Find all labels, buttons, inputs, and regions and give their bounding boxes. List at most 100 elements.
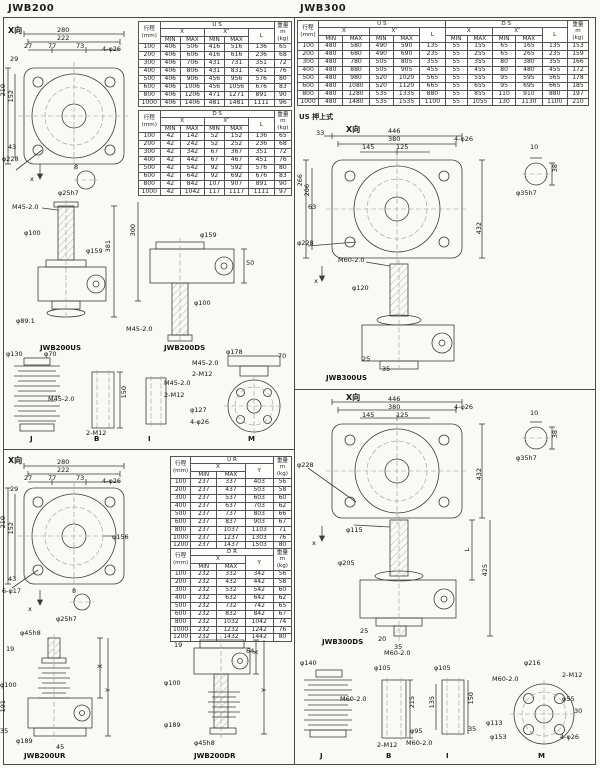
- table-cell: 71: [272, 525, 293, 535]
- table-cell: 535: [368, 97, 394, 107]
- axis-label-x: x: [28, 605, 32, 613]
- table-cell: 1032: [216, 617, 246, 627]
- dim-label: 125: [396, 411, 409, 419]
- table-cell: 416: [203, 51, 226, 61]
- dim-label: φ95: [410, 727, 423, 735]
- dim-label: 300: [129, 224, 137, 237]
- dim-label: φ189: [16, 737, 33, 745]
- table-cell: 905: [392, 65, 421, 75]
- dim-label: φ153: [490, 733, 507, 741]
- dim-label: 45: [56, 743, 65, 751]
- table-cell: 737: [216, 509, 246, 519]
- table-cell: 67: [203, 155, 226, 165]
- table-cell: 1120: [392, 81, 421, 91]
- table-cell: 76: [272, 533, 293, 543]
- col-max: MAX: [224, 124, 249, 134]
- dim-label: φ35h7: [516, 454, 537, 462]
- table-cell: 1000: [138, 98, 161, 108]
- table-cell: 451: [247, 155, 275, 165]
- caption-jwb200ds: JWB200DS: [164, 344, 206, 352]
- table-cell: 337: [216, 478, 246, 488]
- table-cell: 237: [190, 525, 218, 535]
- table-cell: 800: [138, 90, 161, 100]
- table-cell: 480: [318, 42, 344, 52]
- table-cell: 500: [296, 73, 320, 83]
- table-cell: 83: [273, 171, 293, 181]
- table-cell: 68: [273, 140, 293, 150]
- table-cell: 980: [342, 73, 370, 83]
- table-cell: 481: [203, 98, 226, 108]
- table-cell: 600: [138, 171, 161, 181]
- table-cell: 406: [159, 51, 181, 61]
- thread-label: M60-2.0: [492, 675, 519, 683]
- dim-label: φ156: [112, 533, 129, 541]
- table-cell: 431: [203, 59, 226, 68]
- table-cell: 136: [247, 43, 275, 53]
- table-cell: 42: [159, 163, 182, 173]
- table-cell: 490: [368, 50, 394, 60]
- table-cell: 65: [491, 42, 517, 52]
- thread-label: 2-M12: [562, 671, 583, 679]
- table-cell: 800: [296, 89, 320, 99]
- table-cell: 1130: [515, 97, 543, 107]
- table-cell: 66: [272, 509, 293, 519]
- table-cell: 842: [244, 609, 274, 619]
- table-cell: 680: [342, 50, 370, 60]
- table-cell: 237: [190, 486, 218, 496]
- table-cell: 332: [216, 570, 246, 580]
- table-cell: 455: [466, 65, 494, 75]
- dim-label: φ205: [338, 559, 355, 567]
- dim-label: φ228: [2, 155, 19, 163]
- table-cell: 637: [216, 501, 246, 511]
- col-stroke: 行程(mm): [169, 455, 192, 480]
- table-cell: 100: [169, 570, 192, 580]
- jwb200-front-view: [5, 31, 130, 190]
- table-cell: 92: [203, 171, 226, 181]
- table-cell: 236: [247, 51, 275, 61]
- table-cell: 655: [466, 81, 494, 91]
- table-cell: 237: [190, 501, 218, 511]
- dim-label: 446: [388, 127, 401, 135]
- table-cell: 1042: [244, 617, 274, 627]
- dim-label: φ140: [300, 659, 317, 667]
- col-min: MIN: [444, 34, 468, 44]
- table-cell: 503: [244, 486, 274, 496]
- table-cell: 480: [515, 65, 543, 75]
- table-cell: 1080: [342, 81, 370, 91]
- table-cell: 237: [190, 509, 218, 519]
- dim-label: X: [252, 650, 260, 655]
- dim-label: 145: [362, 411, 375, 419]
- axis-label-x: x: [30, 175, 34, 183]
- col-max: MAX: [466, 34, 494, 44]
- dim-label: 29: [10, 55, 19, 63]
- caption-jwb200dr: JWB200DR: [194, 752, 236, 760]
- table-cell: 68: [273, 51, 293, 61]
- table-cell: 55: [444, 89, 468, 99]
- table-cell: 800: [138, 179, 161, 189]
- table-cell: 603: [244, 494, 274, 503]
- col-l: L: [247, 28, 275, 45]
- table-cell: 42: [159, 148, 182, 157]
- table-cell: 406: [159, 59, 181, 68]
- dim-label: 4-φ26: [454, 403, 474, 411]
- table-cell: 55: [444, 42, 468, 52]
- caption-jwb300us: JWB300US: [326, 374, 367, 382]
- table-cell: 135: [541, 42, 568, 52]
- table-cell: 1037: [216, 525, 246, 535]
- table-cell: 1271: [224, 90, 249, 100]
- table-cell: 891: [247, 90, 275, 100]
- table-cell: 456: [203, 74, 226, 84]
- table-cell: 431: [203, 66, 226, 76]
